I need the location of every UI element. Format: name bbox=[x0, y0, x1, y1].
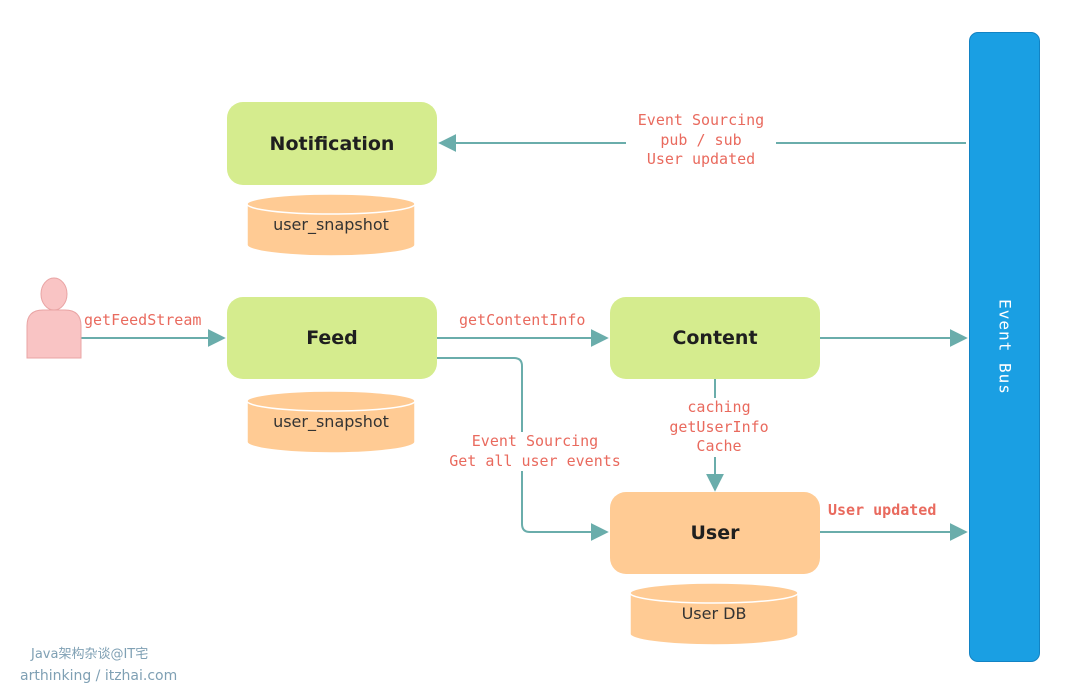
event-bus-label: Event Bus bbox=[995, 299, 1014, 395]
database-icon bbox=[629, 582, 799, 646]
event-bus[interactable]: Event Bus bbox=[969, 32, 1040, 662]
feed-service-label: Feed bbox=[306, 327, 358, 349]
watermark-line-1: Java架构杂谈@IT宅 bbox=[31, 647, 149, 662]
edge-label-line: getUserInfo bbox=[669, 417, 769, 436]
edge-label-line: pub / sub bbox=[660, 130, 742, 149]
edge-label-line: Event Sourcing bbox=[637, 111, 765, 129]
watermark-line-2: arthinking / itzhai.com bbox=[20, 668, 178, 684]
edge-label-line: caching bbox=[687, 398, 751, 416]
user-database-label: User DB bbox=[681, 604, 747, 623]
edge-label-feed-to-user: Event Sourcing Get all user events bbox=[437, 432, 633, 471]
feed-database: user_snapshot bbox=[246, 390, 416, 454]
edge-label-line: User updated bbox=[646, 150, 756, 168]
user-actor-icon bbox=[26, 277, 82, 359]
edge-label-line: Event Sourcing bbox=[471, 432, 599, 450]
feed-service[interactable]: Feed bbox=[227, 297, 437, 379]
edge-label-user-to-bus: User updated bbox=[828, 501, 937, 519]
user-database: User DB bbox=[629, 582, 799, 646]
notification-database-label: user_snapshot bbox=[273, 215, 389, 234]
notification-database: user_snapshot bbox=[246, 193, 416, 257]
database-icon bbox=[246, 193, 416, 257]
content-service-label: Content bbox=[672, 327, 758, 349]
edge-label-feed-to-content: getContentInfo bbox=[459, 311, 586, 329]
notification-service[interactable]: Notification bbox=[227, 102, 437, 185]
edge-label-actor-to-feed: getFeedStream bbox=[84, 311, 202, 329]
edge-label-bus-to-notification: Event Sourcing pub / sub User updated bbox=[626, 111, 776, 170]
edge-label-line: Get all user events bbox=[449, 451, 621, 470]
database-icon bbox=[246, 390, 416, 454]
feed-database-label: user_snapshot bbox=[273, 412, 389, 431]
notification-service-label: Notification bbox=[269, 132, 395, 155]
user-service-label: User bbox=[690, 522, 740, 544]
user-service[interactable]: User bbox=[610, 492, 820, 574]
content-service[interactable]: Content bbox=[610, 297, 820, 379]
edge-label-content-to-user: caching getUserInfo Cache bbox=[660, 398, 778, 457]
edge-label-line: Cache bbox=[696, 437, 742, 455]
